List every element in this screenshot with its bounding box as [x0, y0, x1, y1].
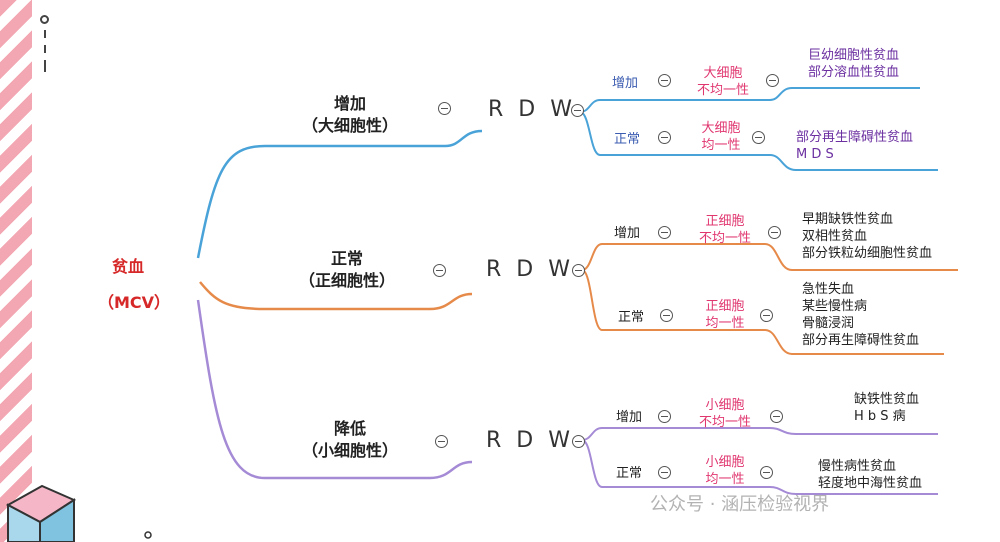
- cell-type-node[interactable]: 正细胞 不均一性: [698, 214, 751, 246]
- rdw-node[interactable]: R D W: [486, 257, 574, 282]
- collapse-minus-icon[interactable]: [572, 264, 585, 277]
- collapse-minus-icon[interactable]: [752, 131, 765, 144]
- leaf-list: 急性失血 某些慢性病 骨髓浸润 部分再生障碍性贫血: [802, 282, 920, 348]
- cell-type-node[interactable]: 大细胞 均一性: [701, 121, 741, 153]
- dash-decoration: [44, 30, 46, 38]
- circle-decoration-icon: [40, 15, 49, 24]
- collapse-minus-icon[interactable]: [433, 264, 446, 277]
- leaf-list: 缺铁性贫血 H b S 病: [854, 392, 920, 424]
- cell-type-node[interactable]: 正细胞 均一性: [705, 299, 745, 331]
- leaf-list: 巨幼细胞性贫血 部分溶血性贫血: [808, 48, 900, 80]
- collapse-minus-icon[interactable]: [658, 131, 671, 144]
- collapse-minus-icon[interactable]: [760, 309, 773, 322]
- collapse-minus-icon[interactable]: [770, 410, 783, 423]
- rdw-node[interactable]: R D W: [488, 97, 576, 122]
- dash-decoration: [44, 45, 46, 53]
- collapse-minus-icon[interactable]: [658, 410, 671, 423]
- leaf-list: 早期缺铁性贫血 双相性贫血 部分铁粒幼细胞性贫血: [802, 212, 933, 261]
- collapse-minus-icon[interactable]: [572, 435, 585, 448]
- collapse-minus-icon[interactable]: [658, 74, 671, 87]
- root-title: 贫血: [111, 257, 144, 276]
- watermark: 公众号 · 涵压检验视界: [650, 494, 830, 515]
- root-node[interactable]: 贫血 （MCV）: [98, 253, 171, 313]
- collapse-minus-icon[interactable]: [766, 74, 779, 87]
- level-label: 增加: [616, 410, 643, 425]
- cell-type-node[interactable]: 小细胞 均一性: [705, 455, 745, 487]
- branch-node-microcytic[interactable]: 降低 （小细胞性）: [301, 419, 398, 460]
- root-subtitle: （MCV）: [98, 293, 171, 312]
- collapse-minus-icon[interactable]: [768, 226, 781, 239]
- collapse-minus-icon[interactable]: [438, 102, 451, 115]
- branch-line-orange: [199, 281, 473, 311]
- level-label: 正常: [614, 132, 641, 147]
- level-label: 正常: [618, 310, 645, 325]
- level-label: 正常: [616, 466, 643, 481]
- branch-line-purple: [196, 299, 473, 480]
- branch-node-macrocytic[interactable]: 增加 （大细胞性）: [301, 94, 398, 135]
- collapse-minus-icon[interactable]: [760, 466, 773, 479]
- level-label: 增加: [612, 76, 639, 91]
- striped-border: [0, 0, 32, 542]
- collapse-minus-icon[interactable]: [658, 226, 671, 239]
- rdw-node[interactable]: R D W: [486, 428, 574, 453]
- collapse-minus-icon[interactable]: [660, 309, 673, 322]
- collapse-minus-icon[interactable]: [571, 104, 584, 117]
- dash-decoration: [44, 60, 46, 72]
- branch-node-normocytic[interactable]: 正常 （正细胞性）: [298, 249, 395, 290]
- branch-line-blue: [196, 129, 483, 259]
- level-label: 增加: [614, 226, 641, 241]
- collapse-minus-icon[interactable]: [658, 466, 671, 479]
- cell-type-node[interactable]: 小细胞 不均一性: [698, 398, 751, 430]
- leaf-list: 慢性病性贫血 轻度地中海性贫血: [818, 459, 923, 491]
- cell-type-node[interactable]: 大细胞 不均一性: [696, 66, 749, 98]
- leaf-list: 部分再生障碍性贫血 M D S: [796, 130, 914, 162]
- collapse-minus-icon[interactable]: [435, 435, 448, 448]
